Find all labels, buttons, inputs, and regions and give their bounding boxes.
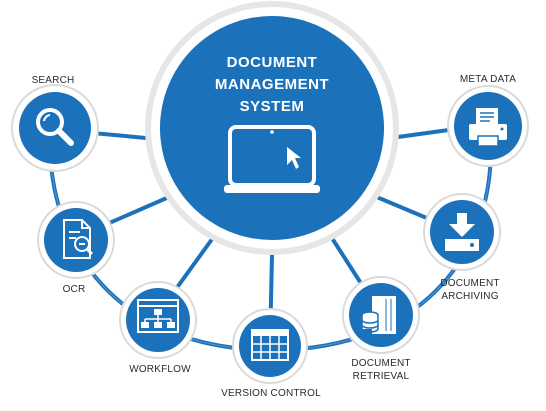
workflow-icon	[137, 299, 179, 333]
center-title-line-3: SYSTEM	[240, 98, 305, 115]
node-document-retrieval[interactable]: DOCUMENT RETRIEVAL	[342, 276, 420, 382]
node-label-document-retrieval-line-1: DOCUMENT	[351, 358, 410, 369]
node-label-document-archiving-line-1: DOCUMENT	[440, 278, 499, 289]
center-hub: DOCUMENT MANAGEMENT SYSTEM	[145, 1, 399, 255]
node-ocr[interactable]: OCR	[37, 201, 115, 295]
node-document-archiving[interactable]: DOCUMENT ARCHIVING	[423, 193, 501, 302]
node-label-document-archiving-line-2: ARCHIVING	[441, 291, 498, 302]
node-label-version-control: VERSION CONTROL	[221, 388, 321, 399]
node-label-document-retrieval-line-2: RETRIEVAL	[353, 371, 410, 382]
node-label-ocr: OCR	[63, 284, 86, 295]
version-grid-icon	[251, 329, 289, 361]
node-label-meta-data: META DATA	[460, 74, 516, 85]
node-meta-data[interactable]: META DATA	[447, 74, 529, 167]
node-version-control[interactable]: VERSION CONTROL	[221, 308, 321, 399]
node-label-workflow: WORKFLOW	[129, 364, 191, 375]
node-workflow[interactable]: WORKFLOW	[119, 281, 197, 375]
download-box-icon	[445, 213, 479, 251]
center-title-line-2: MANAGEMENT	[215, 76, 329, 93]
laptop-icon	[224, 125, 320, 193]
center-title-line-1: DOCUMENT	[227, 54, 318, 71]
printer-icon	[469, 108, 507, 147]
magnifier-icon	[36, 108, 74, 146]
document-scan-icon	[63, 219, 94, 259]
node-label-search: SEARCH	[32, 75, 75, 86]
node-search[interactable]: SEARCH	[11, 75, 99, 172]
server-icon	[361, 296, 396, 334]
